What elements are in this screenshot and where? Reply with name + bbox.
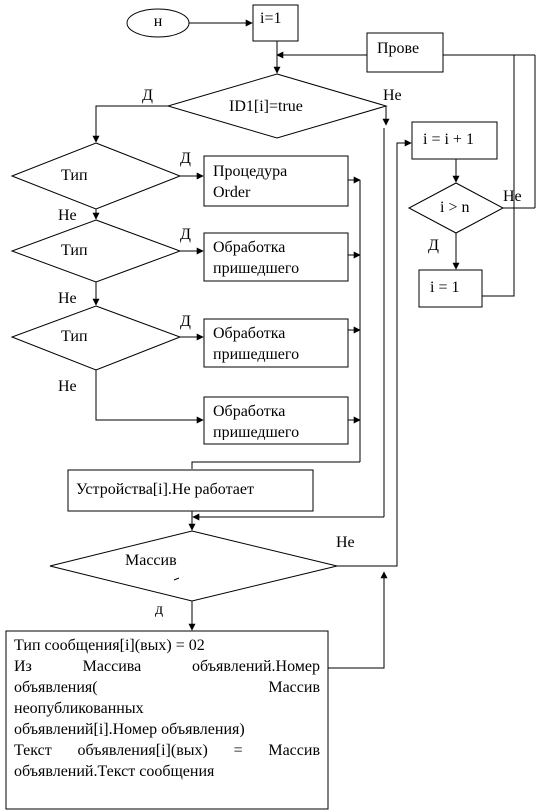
edge-label-n-yes: Д [428, 237, 439, 254]
start-label: н [153, 13, 163, 30]
final-line-1: Тип сообщения[i](вых) = 02 [14, 637, 205, 654]
final-line-5: объявлений[i].Номер объявления) [14, 721, 245, 738]
edge-label-massiv-yes: д [155, 601, 164, 618]
inc-label: i = i + 1 [423, 131, 474, 148]
edge-label-type3-yes: Д [180, 313, 191, 330]
proc-2-text: Обработка пришедшего [213, 237, 343, 277]
edge-loop-back [443, 54, 515, 297]
proc-4-text: Обработка пришедшего [213, 401, 343, 440]
type-decision-3-shape [10, 305, 182, 371]
edge-label-massiv-no: Не [336, 534, 355, 551]
edge-label-type1-no: Не [58, 207, 77, 224]
final-line-2: Из Массива объявлений.Номер [14, 658, 320, 675]
tick-mark [173, 577, 180, 581]
proc-3-line-1: Обработка [213, 325, 286, 342]
final-line-3: объявления( Массив [14, 679, 320, 696]
edge-collector-device [191, 461, 360, 469]
proc-3-line-2: пришедшего [213, 346, 300, 363]
check-label: Прове [377, 40, 420, 57]
proc-1-line-2: Order [213, 184, 251, 201]
edge-label-type3-no: Не [58, 378, 77, 395]
n-decision-label: i > n [440, 199, 470, 216]
proc-4-line-2: пришедшего [213, 424, 300, 440]
type-decision-2-shape [10, 219, 182, 283]
reset-box-shape [418, 269, 483, 308]
edge-label-main-no: Не [383, 87, 402, 104]
type-1-label: Тип [61, 167, 88, 184]
edge-label-type1-yes: Д [180, 150, 191, 167]
inc-box-shape [411, 121, 498, 160]
device-box-shape [67, 469, 314, 512]
type-2-label: Тип [61, 242, 88, 259]
proc-1-text: Процедура Order [213, 161, 343, 203]
proc-2-shape [203, 232, 349, 282]
init-label: i=1 [260, 10, 282, 27]
proc-2-line-1: Обработка [213, 239, 286, 256]
final-line-7: объявлений.Текст сообщения [14, 763, 215, 780]
proc-2-line-2: пришедшего [213, 260, 300, 277]
proc-1-shape [203, 155, 349, 207]
proc-4-line-1: Обработка [213, 403, 286, 420]
device-label: Устройства[i].Не работает [76, 481, 254, 498]
massiv-decision-shape [49, 530, 338, 602]
edge-label-n-no: Не [503, 188, 522, 205]
type-3-label: Тип [61, 328, 88, 345]
proc-1-line-1: Процедура [213, 163, 288, 180]
main-decision-label: ID1[i]=true [229, 98, 303, 115]
final-text: Тип сообщения[i](вых) = 02 Из Массива об… [14, 635, 320, 782]
edge-label-type2-no: Не [58, 290, 77, 307]
final-line-6: Текст объявления[i](вых) = Массив [14, 742, 320, 759]
type-decision-1-shape [10, 142, 182, 210]
reset-label: i = 1 [430, 279, 460, 296]
proc-3-text: Обработка пришедшего [213, 323, 343, 363]
massiv-label: Массив [125, 552, 177, 569]
edge-label-main-yes: Д [142, 87, 153, 104]
proc-3-shape [203, 318, 349, 368]
final-line-4: неопубликованных [14, 700, 144, 717]
edge-type3-no [95, 370, 204, 424]
edge-main-yes [92, 105, 168, 143]
check-box-shape [366, 32, 444, 73]
init-box-shape [252, 4, 299, 42]
edge-massiv-to-inc [384, 139, 412, 567]
edge-label-type2-yes: Д [180, 226, 191, 243]
final-box-shape [5, 630, 329, 810]
main-decision-shape [166, 73, 388, 139]
edge-final-up [328, 571, 388, 669]
